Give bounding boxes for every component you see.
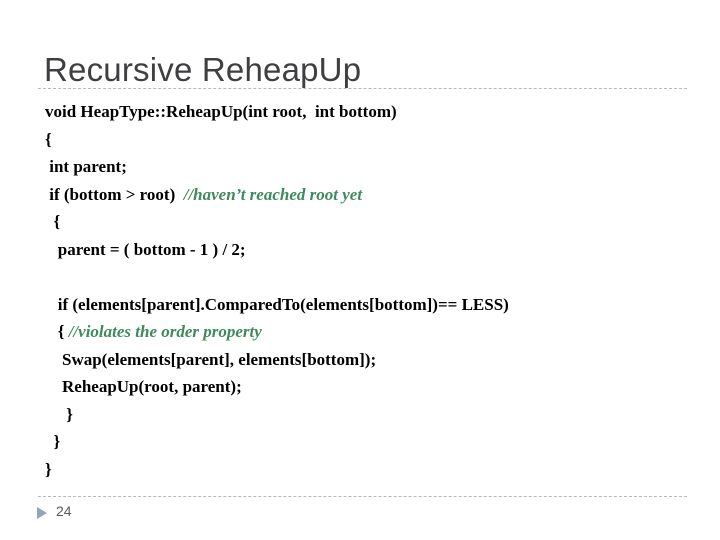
code-text: { <box>45 322 69 341</box>
code-text: void HeapType::ReheapUp(int root, int bo… <box>45 102 397 121</box>
code-text: } <box>45 404 73 424</box>
code-text: { <box>45 129 52 149</box>
page-number: 24 <box>56 503 72 519</box>
code-text: } <box>45 459 52 479</box>
comment-text: //haven’t reached root yet <box>183 184 363 204</box>
code-text: if (elements[parent].ComparedTo(elements… <box>45 294 509 314</box>
code-text: parent = ( bottom - 1 ) / 2; <box>45 239 246 259</box>
code-line: Swap(elements[parent], elements[bottom])… <box>45 346 509 374</box>
code-text: Swap(elements[parent], elements[bottom])… <box>45 349 377 369</box>
code-text: { <box>45 212 61 231</box>
code-line: ReheapUp(root, parent); <box>45 373 509 401</box>
slide-footer: 24 <box>37 503 72 519</box>
code-line: { <box>45 208 509 236</box>
slide-title: Recursive ReheapUp <box>44 51 362 88</box>
code-line: int parent; <box>45 153 509 181</box>
code-text: ReheapUp(root, parent); <box>45 377 242 396</box>
code-line: if (elements[parent].ComparedTo(elements… <box>45 291 509 319</box>
code-line: parent = ( bottom - 1 ) / 2; <box>45 236 509 264</box>
code-line: void HeapType::ReheapUp(int root, int bo… <box>45 98 509 126</box>
comment-text: //violates the order property <box>68 322 262 341</box>
code-line <box>45 263 509 291</box>
footer-divider <box>38 496 687 497</box>
code-line: } <box>45 401 509 429</box>
code-line: { //violates the order property <box>45 318 509 346</box>
code-line: if (bottom > root) //haven’t reached roo… <box>45 181 509 209</box>
code-text: } <box>45 432 61 451</box>
code-line: } <box>45 428 509 456</box>
code-text: if (bottom > root) <box>45 184 184 204</box>
code-text: int parent; <box>45 157 127 176</box>
page-arrow-icon <box>37 506 47 519</box>
code-line: } <box>45 456 509 484</box>
code-line: { <box>45 126 509 154</box>
title-divider <box>38 88 687 89</box>
code-block: void HeapType::ReheapUp(int root, int bo… <box>45 98 509 483</box>
